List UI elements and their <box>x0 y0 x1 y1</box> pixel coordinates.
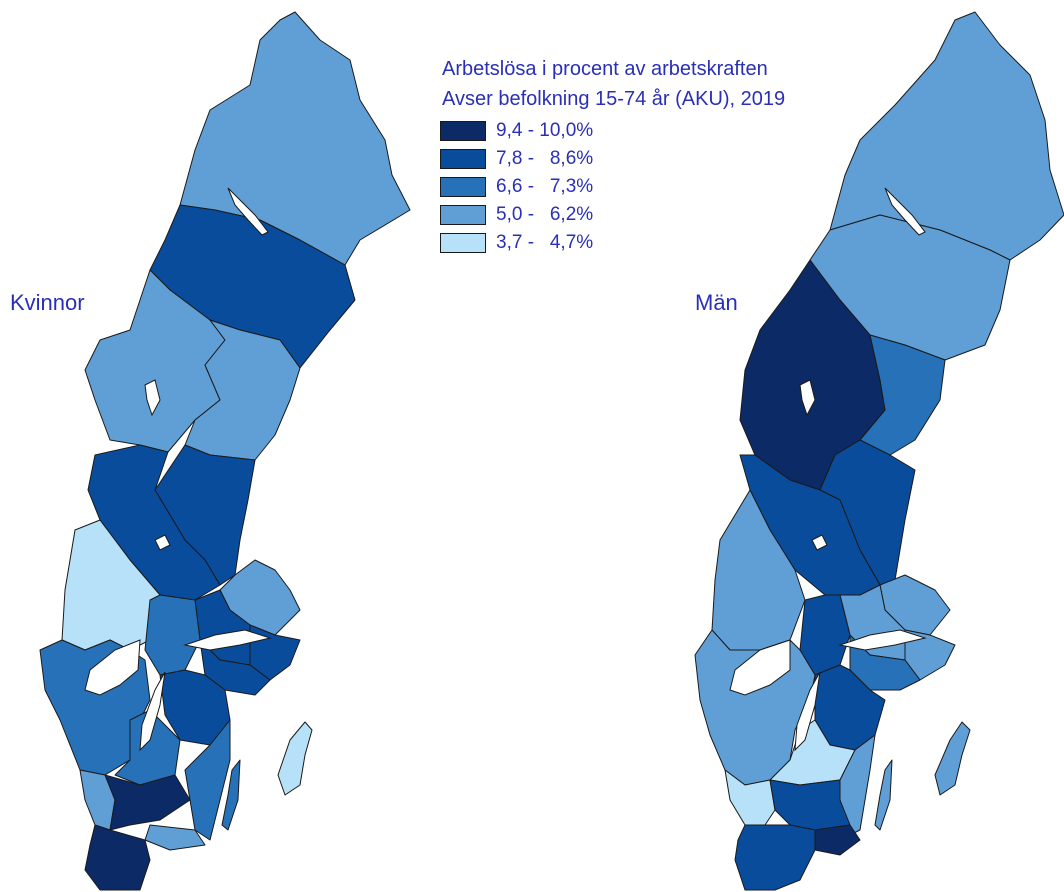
legend-swatch <box>440 233 486 253</box>
lake-malaren <box>838 629 927 651</box>
legend-label: 6,6 - 7,3% <box>496 176 594 197</box>
lake-vanern <box>84 639 141 696</box>
lake-tornetrask <box>227 187 269 236</box>
legend-item: 7,8 - 8,6% <box>440 147 593 171</box>
region-blekinge <box>814 824 861 856</box>
region-kronoberg <box>104 774 191 831</box>
lake-tornetrask <box>884 187 926 236</box>
region-vasternorrland <box>859 334 946 456</box>
region-orebro <box>144 594 201 676</box>
legend-label: 3,7 - 4,7% <box>496 232 594 253</box>
legend: 9,4 - 10,0% 7,8 - 8,6% 6,6 - 7,3% 5,0 - … <box>440 119 593 259</box>
legend-label: 9,4 - 10,0% <box>496 120 594 141</box>
lake-malaren <box>183 629 272 651</box>
lake-vattern <box>794 671 821 752</box>
region-oland <box>221 759 241 831</box>
legend-label: 5,0 - 6,2% <box>496 204 594 225</box>
lake-vanern <box>729 639 791 696</box>
region-kronoberg <box>769 779 851 831</box>
region-skane <box>84 824 151 891</box>
region-gotland <box>277 721 313 796</box>
region-kalmar <box>184 719 231 841</box>
legend-item: 6,6 - 7,3% <box>440 175 593 199</box>
lake-storsjon <box>799 379 816 417</box>
legend-item: 9,4 - 10,0% <box>440 119 593 143</box>
lake-siljan <box>811 534 828 551</box>
region-gotland <box>934 721 971 796</box>
panel-label-men: Män <box>695 290 738 315</box>
lake-storsjon <box>144 379 161 417</box>
legend-label: 7,8 - 8,6% <box>496 148 594 169</box>
legend-swatch <box>440 177 486 197</box>
region-oland <box>874 759 893 831</box>
region-halland <box>724 769 776 826</box>
legend-swatch <box>440 121 486 141</box>
map-title-line2: Avser befolkning 15-74 år (AKU), 2019 <box>442 88 786 110</box>
panel-label-women: Kvinnor <box>10 290 85 315</box>
legend-swatch <box>440 205 486 225</box>
legend-item: 3,7 - 4,7% <box>440 231 593 255</box>
region-skane <box>734 824 816 891</box>
region-blekinge <box>144 824 206 851</box>
map-men <box>694 11 1064 891</box>
map-title-line1: Arbetslösa i procent av arbetskraften <box>442 58 768 80</box>
map-women <box>39 11 411 891</box>
legend-item: 5,0 - 6,2% <box>440 203 593 227</box>
legend-swatch <box>440 149 486 169</box>
lake-siljan <box>154 534 171 551</box>
lake-vattern <box>139 671 166 752</box>
